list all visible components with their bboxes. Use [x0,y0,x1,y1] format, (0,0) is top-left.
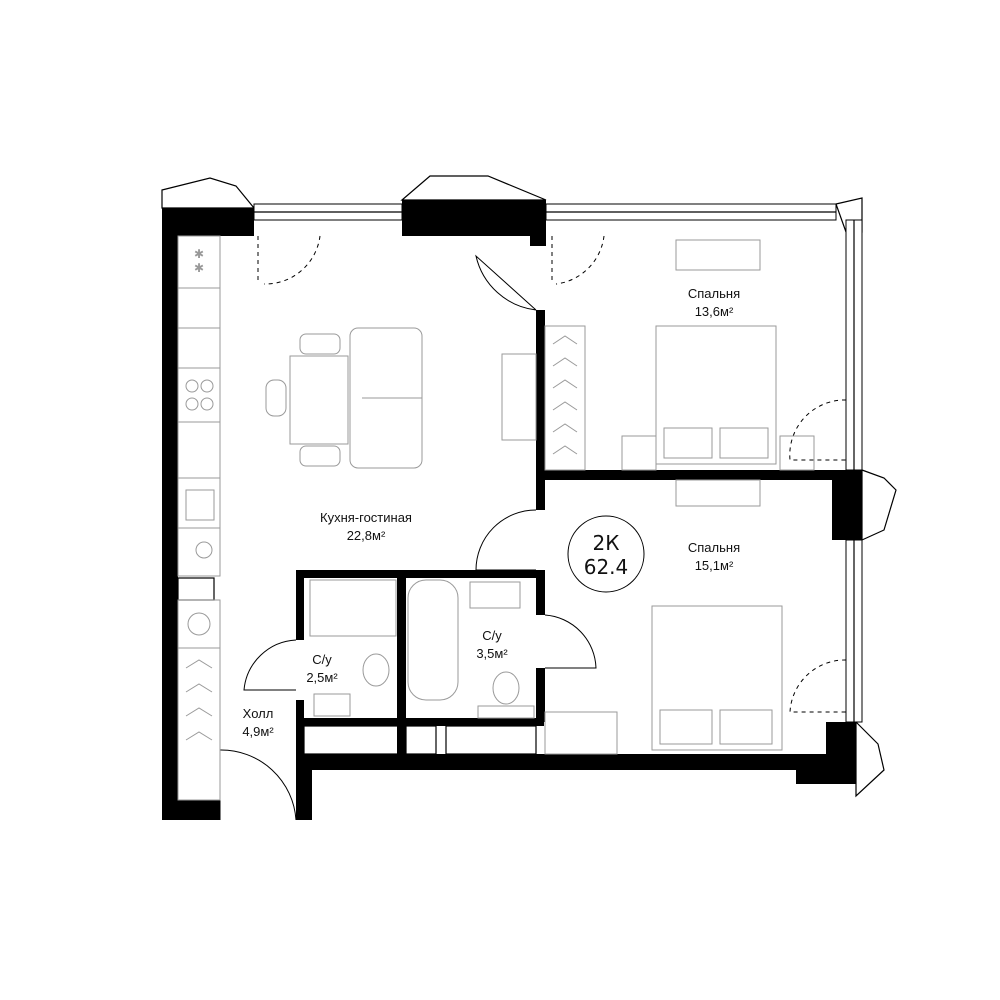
room-name-bedroom1: Спальня [688,286,740,301]
wall-top-left [162,208,254,236]
bay-right-mid [861,469,897,541]
dining-table [289,355,349,445]
wall-bath-bottom [296,718,544,726]
hall-wardrobe [177,599,221,801]
kitchen-counter [177,235,221,577]
bay-top-left [161,177,256,209]
bathtub [407,579,459,701]
room-name-hall: Холл [243,706,274,721]
wall-top-mid [402,200,546,236]
wall-kitchen-bedroom [536,310,545,510]
bath1-counter [309,579,397,637]
bed-bedroom2 [651,605,783,751]
room-area-hall: 4,9м² [242,724,274,739]
window-swing-bedroom2-side [789,659,847,713]
furniture: ✱ ✱ [177,235,815,801]
windows [253,197,863,723]
wall-bottom-right-cap [796,770,856,784]
door-kitchen-bedroom2 [475,509,537,571]
wall-top-mid-stub [530,200,546,246]
badge-circle [567,515,645,593]
wall-left-cap [162,800,220,820]
window-bays [161,175,897,798]
room-area-bath2: 3,5м² [476,646,508,661]
wall-bath-left-upper [296,570,304,640]
room-area-bedroom2: 15,1м² [695,558,734,573]
kitchen-sink [185,489,215,521]
wall-bottom-left-stub [296,754,312,820]
wall-between-bedrooms [536,470,836,480]
door-entrance [219,749,297,821]
bath2-sink [469,581,521,609]
bath2-toilet [492,671,520,705]
shaft-2 [405,725,437,755]
bath1-toilet [362,653,390,687]
tv-bedroom2 [675,479,761,507]
washer [187,612,211,636]
svg-text:✱: ✱ [194,247,204,261]
bath1-sink [313,693,351,717]
wall-bath-top [296,570,544,578]
room-name-kitchen: Кухня-гостиная [320,510,412,525]
bedroom2-wardrobe [544,711,618,755]
doors [219,235,847,821]
wall-bath-right-lower [536,668,545,722]
bay-top-mid [400,175,547,201]
window-swing-kitchen [257,235,321,285]
shaft-3 [445,725,537,755]
hob-burner [185,379,199,393]
door-bath-2 [544,614,597,669]
apartment-badge: 2К 62.4 [567,515,645,593]
badge-type: 2К [593,531,620,555]
bay-right-bottom [855,720,885,798]
shaft-kitchen [177,577,215,601]
wall-bath-middle [397,570,406,758]
window-swing-bedroom1 [551,235,605,285]
room-labels: Кухня-гостиная 22,8м² Спальня 13,6м² Спа… [242,286,740,739]
bed-bedroom1 [655,325,777,465]
walls [162,200,862,820]
wall-bath-right-upper [536,570,545,615]
room-name-bath1: С/у [312,652,332,667]
room-name-bath2: С/у [482,628,502,643]
wall-right-pier [832,470,862,540]
bedroom1-wardrobe [544,325,586,471]
tv-unit [501,353,537,441]
room-area-bedroom1: 13,6м² [695,304,734,319]
shaft-1 [303,725,399,755]
kitchen-sink-round [195,541,213,559]
door-bath-1 [243,639,297,691]
wall-left [162,208,178,820]
badge-area: 62.4 [584,555,629,579]
room-area-kitchen: 22,8м² [347,528,386,543]
tv-bedroom1 [675,239,761,271]
room-area-bath1: 2,5м² [306,670,338,685]
door-kitchen-bedroom1 [475,254,537,311]
window-swing-bedroom1-side [789,399,847,461]
svg-text:✱: ✱ [194,261,204,275]
wall-bottom [304,754,830,770]
bath2-cabinet [477,705,535,719]
room-name-bedroom2: Спальня [688,540,740,555]
